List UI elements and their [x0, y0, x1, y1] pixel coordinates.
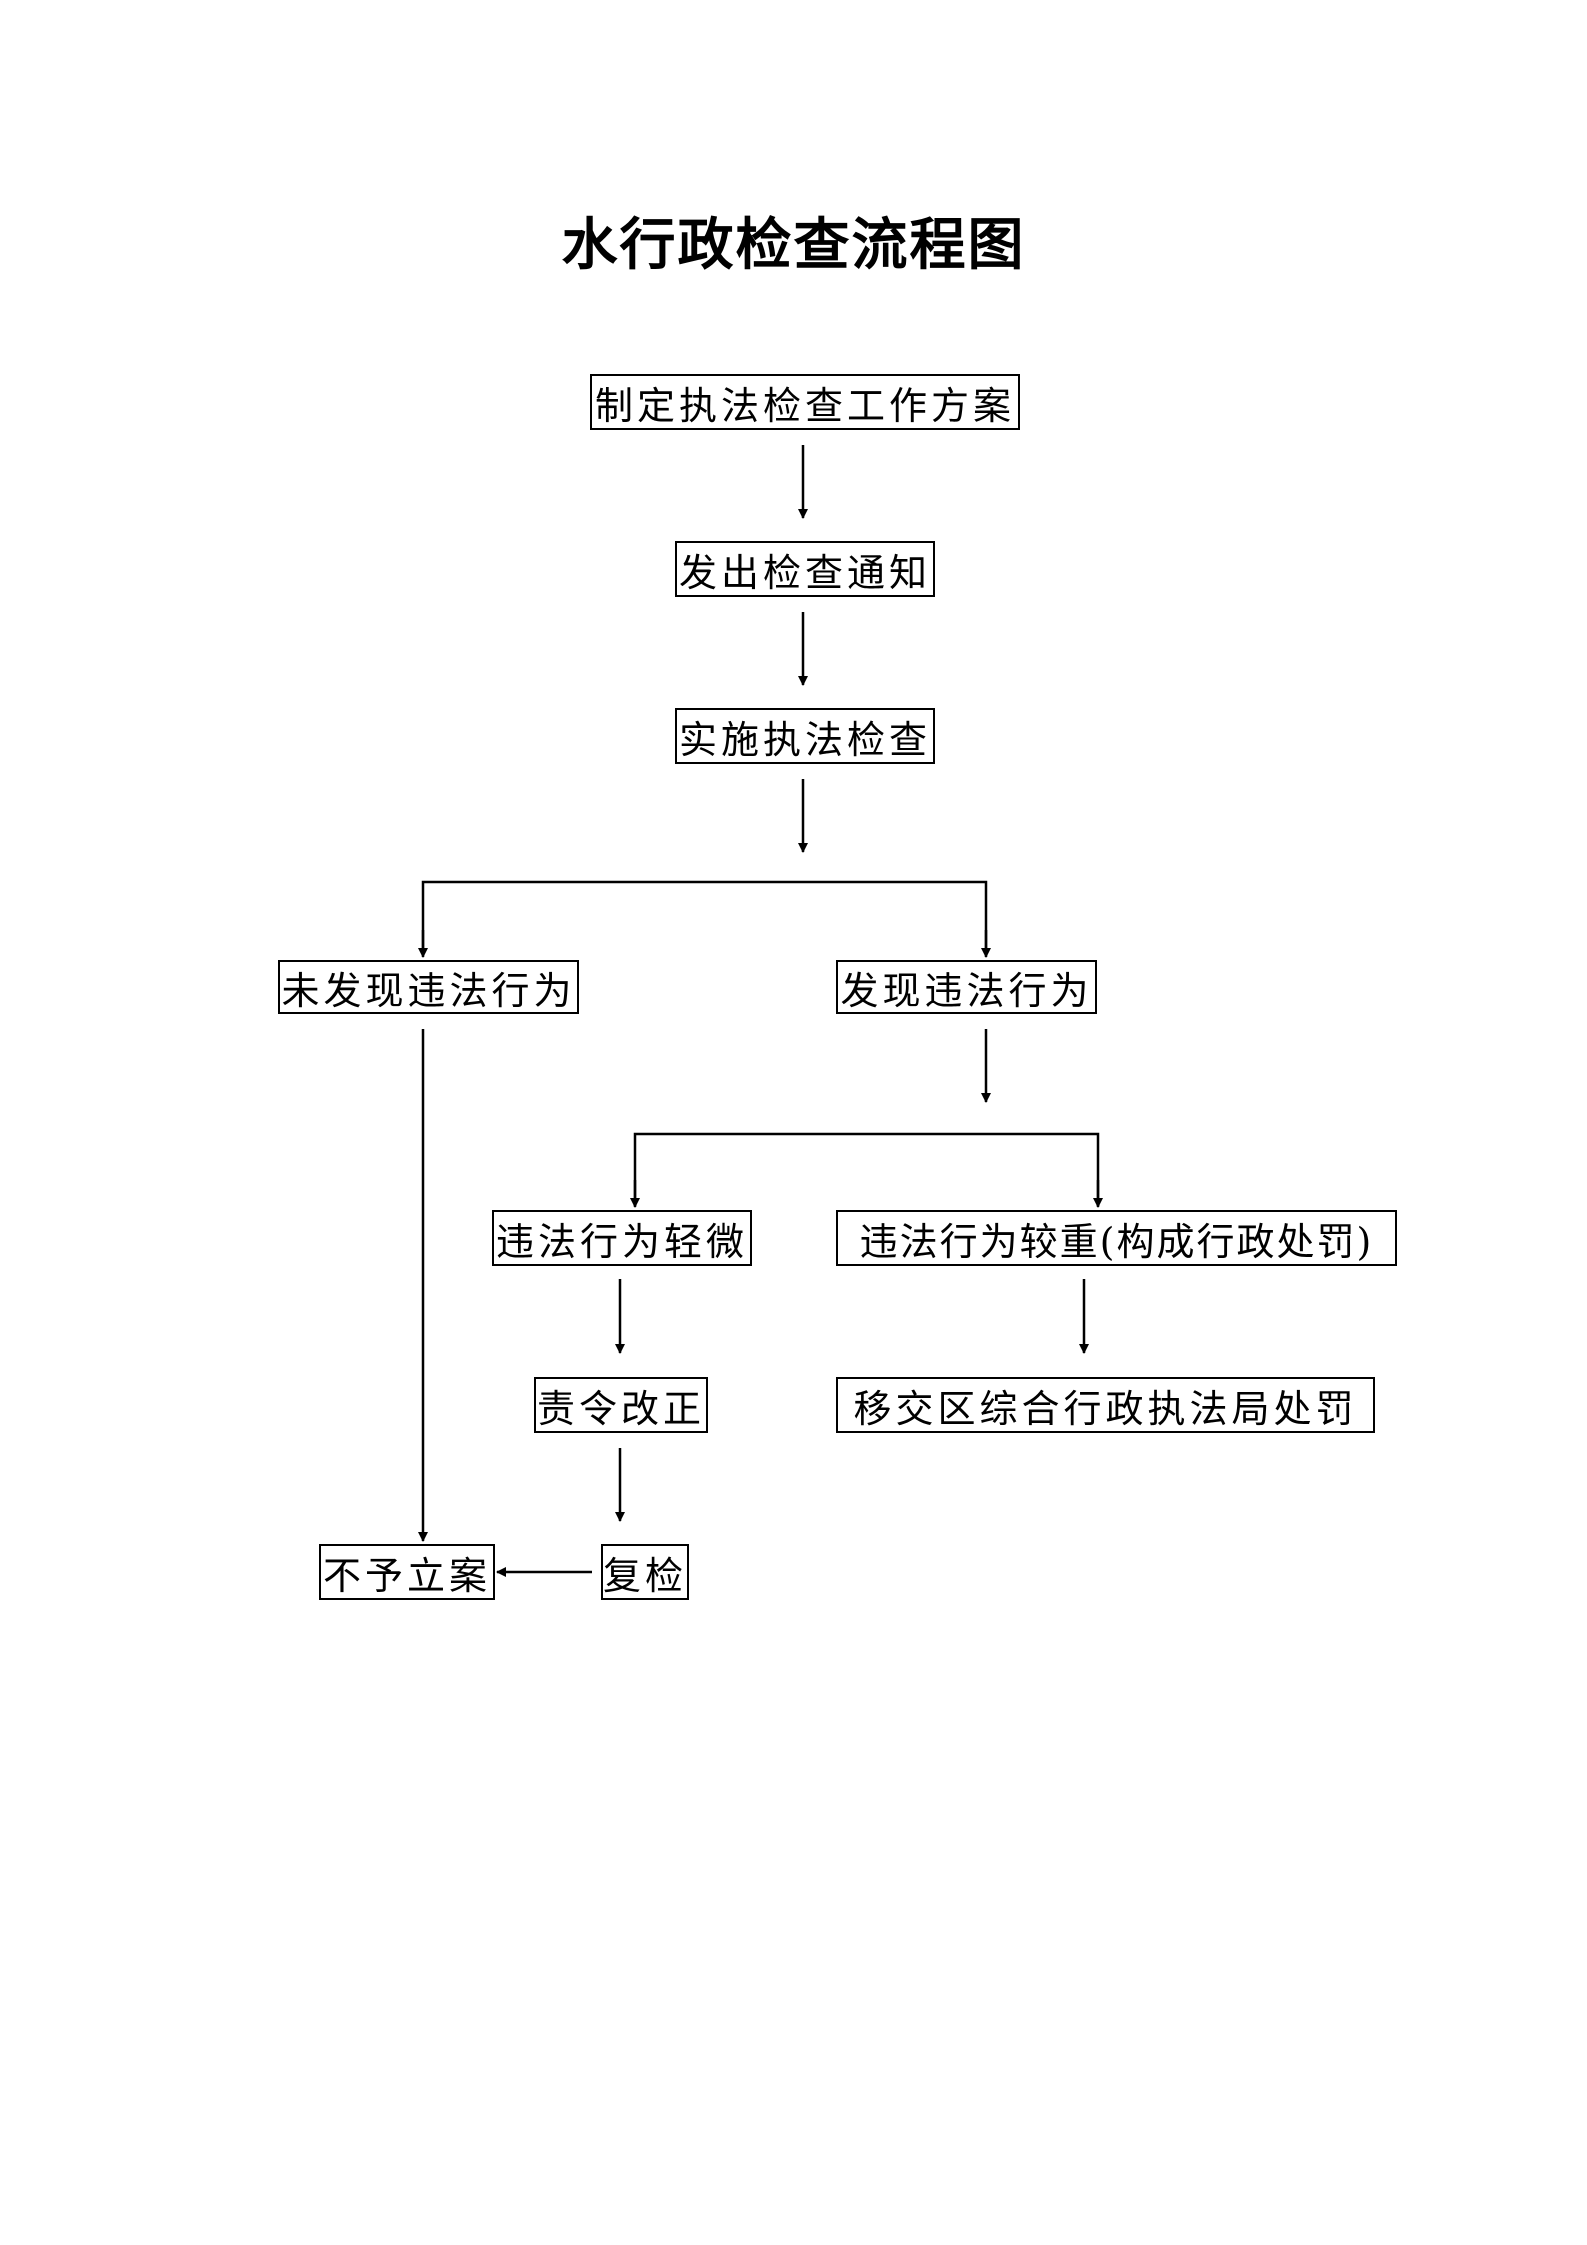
branch-line-2 [633, 1132, 1100, 1206]
node-rectify: 责令改正 [534, 1377, 708, 1433]
node-serious: 违法行为较重(构成行政处罚) [836, 1210, 1397, 1266]
node-violation: 发现违法行为 [836, 960, 1097, 1014]
node-notice: 发出检查通知 [675, 541, 935, 597]
diagram-title: 水行政检查流程图 [561, 213, 1026, 278]
node-plan: 制定执法检查工作方案 [590, 374, 1020, 430]
node-transfer: 移交区综合行政执法局处罚 [836, 1377, 1375, 1433]
node-inspect: 实施执法检查 [675, 708, 935, 764]
node-no-case: 不予立案 [319, 1544, 495, 1600]
node-no-violation: 未发现违法行为 [278, 960, 579, 1014]
node-minor: 违法行为轻微 [492, 1210, 752, 1266]
node-recheck: 复检 [601, 1544, 689, 1600]
branch-line-1 [421, 880, 988, 955]
